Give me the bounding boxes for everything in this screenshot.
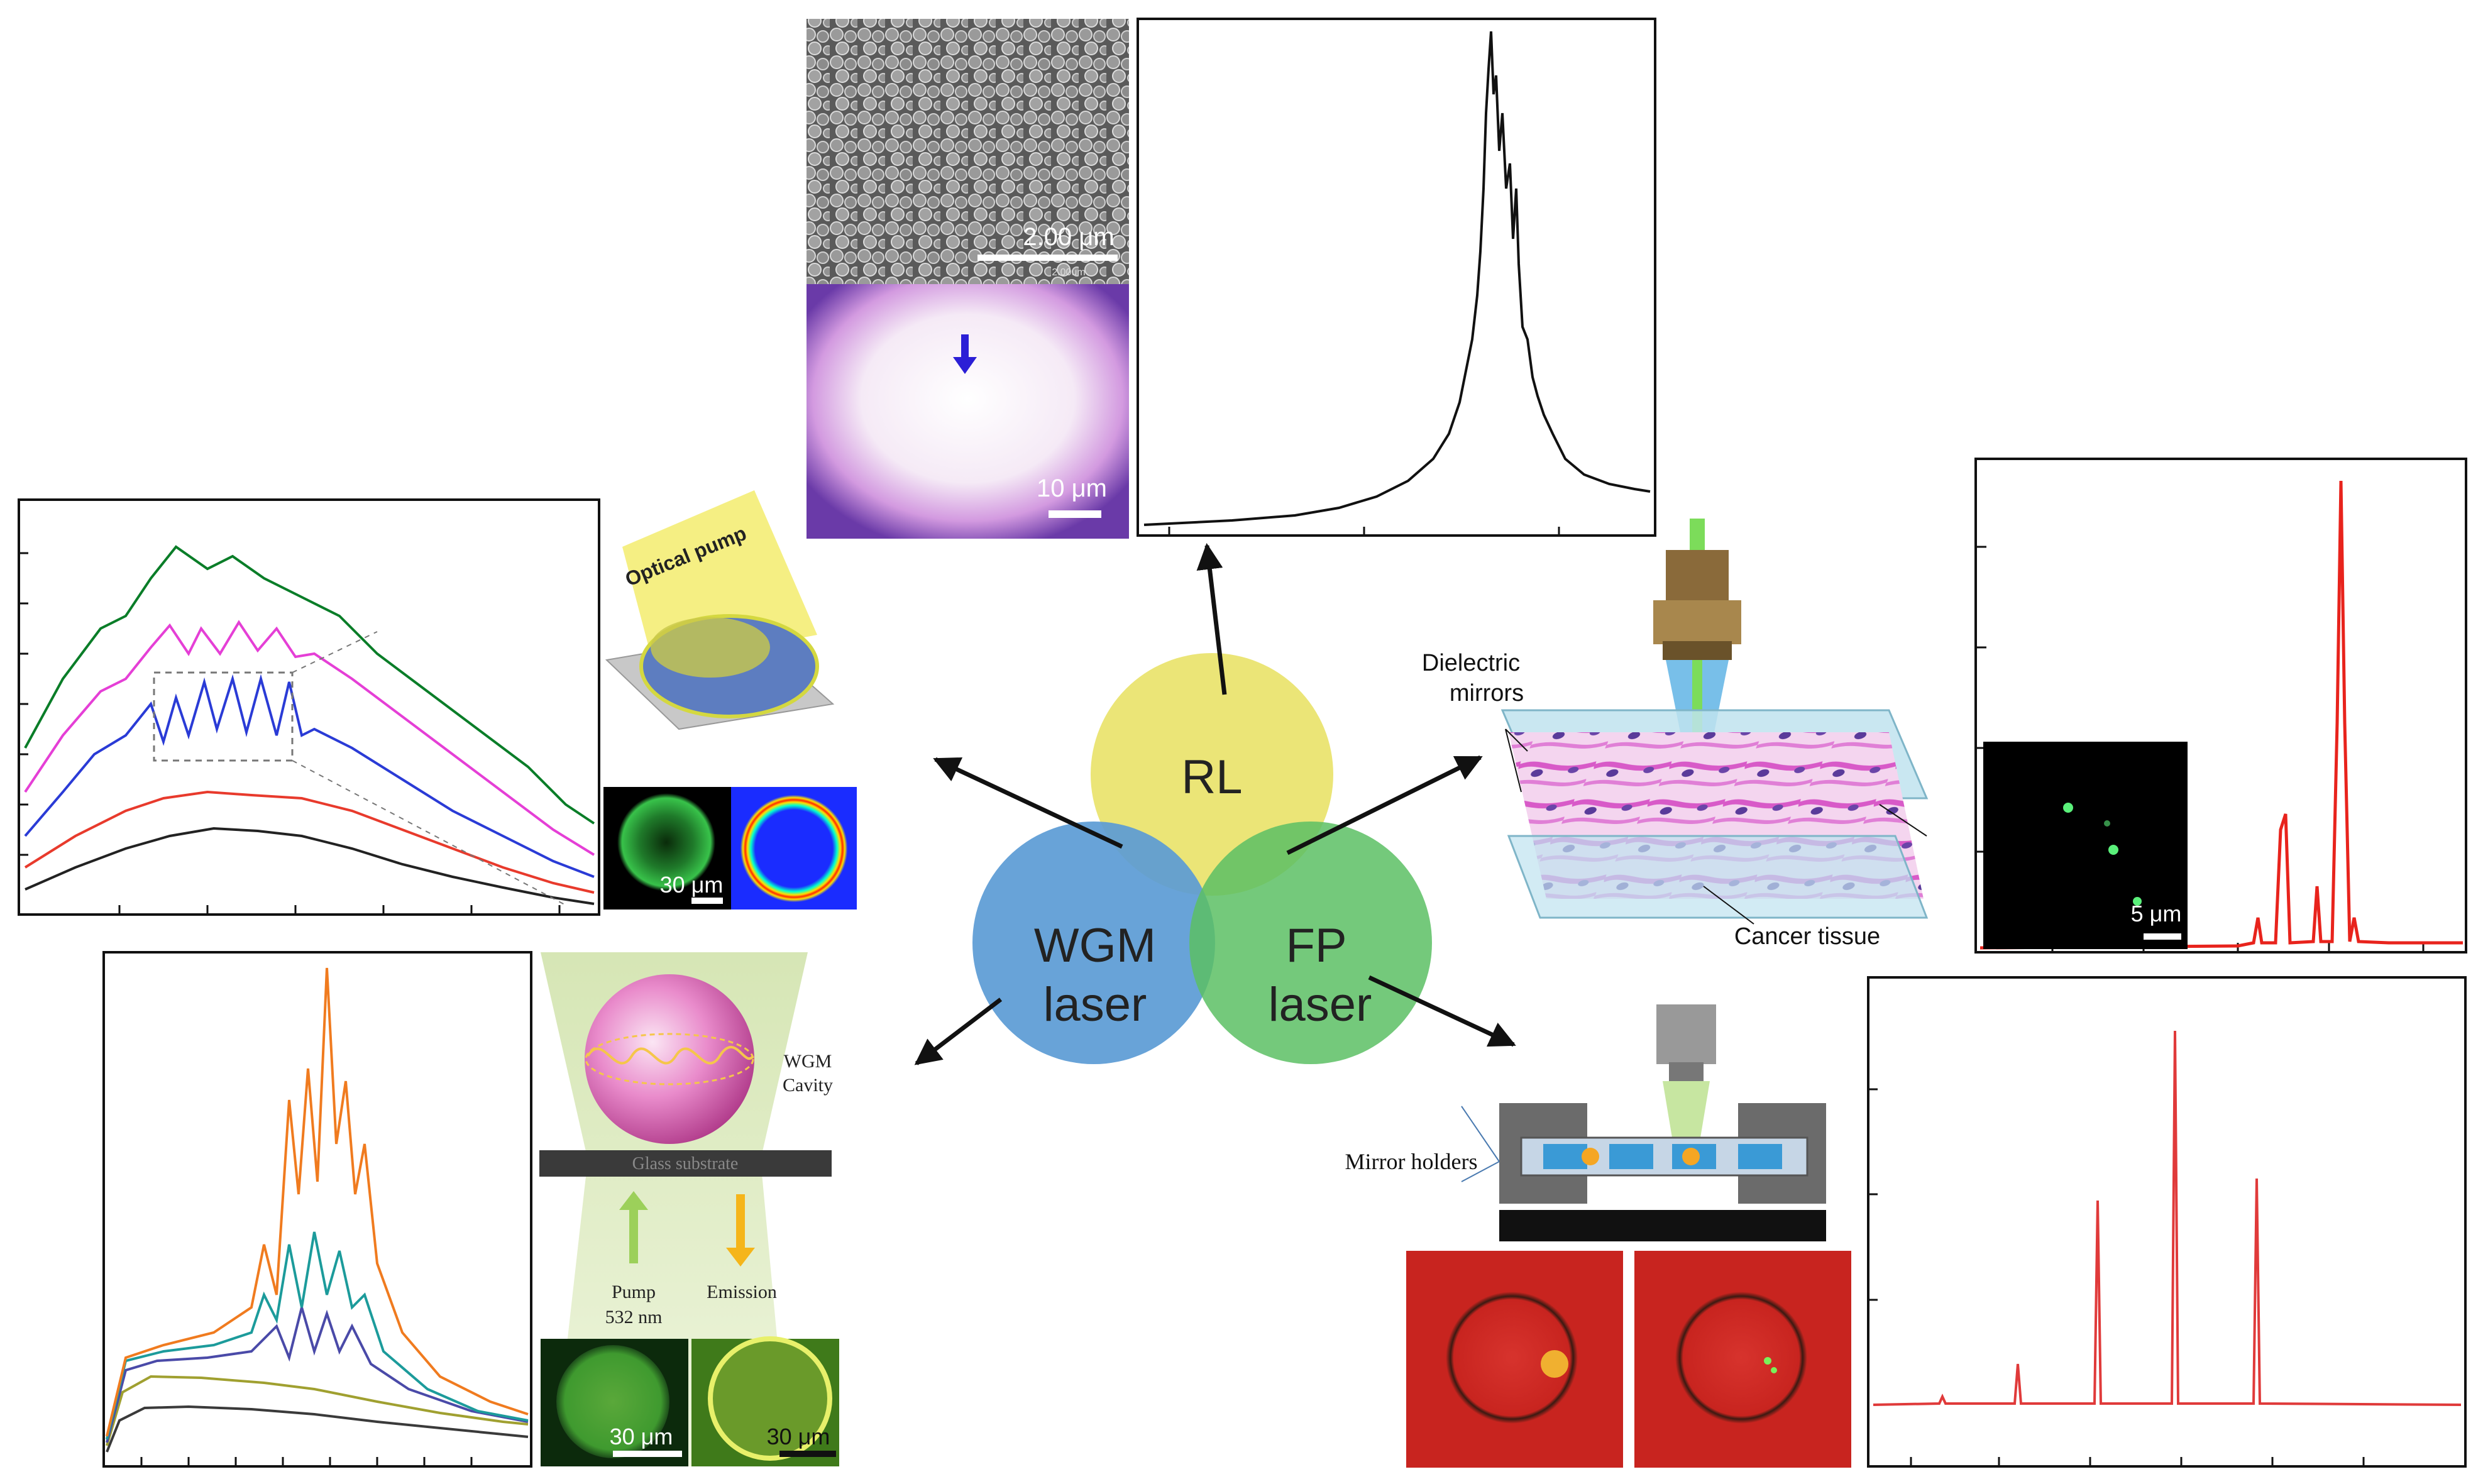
arrow-rl-up	[1196, 542, 1227, 695]
wgm-label-line1: WGM	[1034, 919, 1156, 972]
objective-body	[1656, 1004, 1716, 1064]
ring-droplet	[708, 1336, 832, 1461]
wgm-bottom-spectrum-frame	[102, 951, 532, 1468]
fp-bottom-panel: Mirror holders	[1345, 976, 2467, 1468]
bottom-mirror-slide	[1507, 835, 1929, 919]
pump-label-2: 532 nm	[605, 1307, 663, 1327]
fluorescence-inset	[1983, 742, 2188, 949]
tissue-label: Cancer tissue	[1734, 923, 1880, 950]
sem-image	[807, 19, 1129, 284]
wgm-circle	[972, 822, 1215, 1064]
fp-bottom-series	[1873, 1030, 2462, 1406]
fp-top-panel: Dielectric mirrors Cancer tissue 5 μm	[1422, 458, 2467, 954]
wgm-label-line2: laser	[1043, 978, 1147, 1031]
objective-tip	[1669, 1062, 1704, 1081]
wgm-bottom-series-indigo	[106, 1302, 529, 1443]
arrow-rl-left	[933, 757, 1123, 849]
cavity-cells	[1543, 1144, 1782, 1169]
wgm-top-series-magenta	[24, 620, 595, 856]
substrate-label: Glass substrate	[632, 1154, 739, 1173]
droplet-scale-label-right: 30 μm	[767, 1424, 830, 1449]
wgm-top-series-red	[24, 790, 595, 894]
inset-scale-label: 5 μm	[2131, 901, 2182, 926]
wgm-sphere	[585, 974, 754, 1144]
wgm-mode-wave	[586, 1045, 754, 1065]
fp-top-series	[1979, 480, 2463, 950]
green-microdisk-ring	[617, 793, 715, 891]
wgm-bottom-series-gray	[106, 1405, 529, 1453]
pump-arrow-icon	[619, 1191, 648, 1263]
wgm-bottom-ticks	[140, 1457, 473, 1466]
wgm-top-series-blue	[24, 674, 595, 878]
wgm-top-zoom-box	[153, 671, 294, 762]
wgm-top-panel: Optical pump 30 μm	[18, 490, 857, 916]
wgm-cavity-illustration: WGM Cavity Glass substrate Pump 532 nm E…	[539, 952, 833, 1466]
rl-spectrum-ticks	[1168, 527, 1560, 536]
fp-chamber-illustration: Mirror holders	[1345, 1004, 1826, 1241]
micro-scale-label: 30 μm	[660, 872, 724, 898]
mirror-holders-label: Mirror holders	[1345, 1149, 1478, 1174]
mode-field-ring	[739, 793, 849, 904]
rl-label: RL	[1181, 750, 1242, 804]
fp-label-line1: FP	[1286, 919, 1346, 972]
dielectric-pointer-1	[1505, 728, 1528, 752]
dielectric-label-2: mirrors	[1450, 680, 1524, 706]
wgm-top-series-green	[24, 545, 595, 825]
rl-spectrum-frame	[1137, 18, 1656, 537]
cavity-label-1: WGM	[784, 1051, 832, 1072]
microdisk-bright	[651, 617, 770, 678]
glass-substrate	[539, 1150, 832, 1177]
cell-left	[1446, 1292, 1578, 1424]
dielectric-label-1: Dielectric	[1422, 650, 1520, 676]
wgm-top-series-black	[25, 827, 595, 905]
base-plate	[1499, 1210, 1826, 1241]
fluorescence-image	[807, 284, 1129, 539]
wgm-top-zoom-line-2	[292, 760, 566, 906]
arrow-fp-upright	[1286, 755, 1483, 855]
tissue-pointer	[1703, 886, 1754, 925]
arrow-fp-downright	[1368, 975, 1516, 1047]
venn-diagram: RL WGM laser FP laser	[972, 653, 1432, 1064]
cell-right-spot	[1764, 1357, 1771, 1365]
mirror-holder-pointer-1	[1461, 1106, 1500, 1162]
wgm-bottom-panel: WGM Cavity Glass substrate Pump 532 nm E…	[102, 951, 839, 1468]
emission-arrow-icon	[726, 1194, 755, 1267]
fluorescence-spots	[2063, 803, 2142, 906]
fp-bottom-ticks	[1868, 1088, 2365, 1466]
fp-circle	[1189, 822, 1432, 1064]
connector-arrows	[914, 542, 1516, 1065]
wgm-top-ticks	[19, 552, 561, 915]
rl-panel: 2.00 μm 2.00um 10 μm	[807, 18, 1656, 539]
wgm-mode-orbit	[585, 1033, 754, 1086]
droplet-scale-label-left: 30 μm	[610, 1424, 673, 1449]
emission-label: Emission	[707, 1282, 777, 1302]
sem-scale-label: 2.00 μm	[1023, 223, 1114, 251]
cell-left-nucleus	[1541, 1350, 1568, 1378]
pump-label-1: Pump	[612, 1282, 656, 1302]
down-arrow-icon	[953, 334, 977, 374]
dielectric-pointer-2	[1505, 728, 1522, 793]
fp-bottom-spectrum-frame	[1867, 976, 2467, 1468]
fluor-scale-label: 10 μm	[1037, 475, 1107, 502]
fp-label-line2: laser	[1269, 978, 1372, 1031]
mirror-holder-pointer-2	[1461, 1161, 1500, 1182]
cell-right	[1675, 1292, 1807, 1424]
inset-pointer	[1879, 804, 1927, 837]
wgm-bottom-series-orange	[106, 967, 529, 1437]
wgm-bottom-series-teal	[106, 1231, 529, 1440]
wgm-top-spectrum-frame	[18, 498, 600, 916]
optical-pump-illustration: Optical pump	[605, 490, 835, 730]
cavity-label-2: Cavity	[783, 1075, 833, 1096]
wgm-bottom-series-olive	[106, 1375, 529, 1446]
arrow-wgm-left	[914, 998, 1003, 1065]
cell-right-spot-2	[1771, 1367, 1777, 1373]
green-droplet	[556, 1345, 669, 1458]
rl-spectrum-curve	[1143, 31, 1651, 526]
sem-small-scale-label: 2.00um	[1052, 267, 1085, 278]
